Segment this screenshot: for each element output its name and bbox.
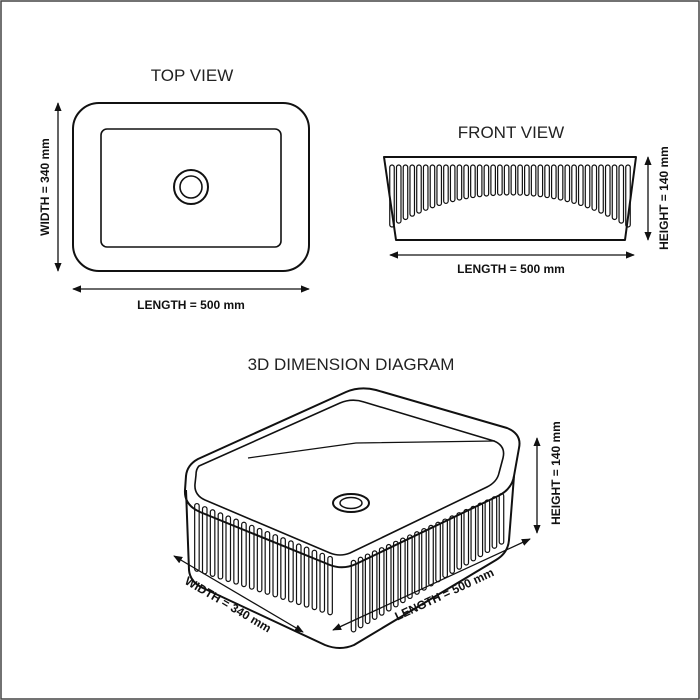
rib-groove [618, 164, 625, 224]
rib-groove [241, 521, 247, 588]
rib-groove [378, 547, 385, 616]
rib-groove [625, 164, 631, 228]
rib-groove [456, 164, 463, 201]
rib-groove [477, 502, 484, 558]
rib-groove [463, 164, 470, 200]
rib-groove [591, 164, 598, 211]
top-view-length-dimension: LENGTH = 500 mm [72, 285, 310, 312]
rib-groove [414, 531, 420, 595]
rib-groove [476, 164, 483, 198]
rib-groove [517, 164, 523, 196]
iso-height-label: HEIGHT = 140 mm [549, 421, 563, 525]
rib-groove [248, 524, 255, 590]
rib-groove [577, 164, 584, 207]
rib-groove [484, 499, 491, 554]
front-height-label: HEIGHT = 140 mm [657, 146, 671, 250]
top-width-label: WIDTH = 340 mm [38, 138, 52, 236]
rib-groove [311, 549, 318, 611]
front-view-height-dimension: HEIGHT = 140 mm [644, 146, 671, 250]
rib-groove [584, 164, 591, 209]
rib-groove [611, 164, 618, 221]
top-view-width-dimension: WIDTH = 340 mm [38, 102, 62, 272]
rib-groove [435, 521, 441, 583]
rib-groove [399, 537, 406, 604]
rib-groove [395, 164, 402, 224]
iso-view-title: 3D DIMENSION DIAGRAM [248, 355, 455, 374]
rib-groove [490, 164, 496, 197]
rib-groove [225, 515, 232, 583]
front-view-length-dimension: LENGTH = 500 mm [389, 251, 635, 276]
rib-groove [233, 518, 239, 585]
rib-groove [557, 164, 564, 201]
rib-groove [409, 164, 416, 217]
rib-groove [498, 492, 505, 545]
rib-groove [463, 508, 470, 566]
rib-groove [428, 524, 434, 587]
rib-groove [402, 164, 409, 221]
rib-groove [550, 164, 557, 200]
rib-groove [470, 505, 477, 562]
rib-groove [209, 509, 216, 577]
rib-groove [421, 527, 427, 591]
rib-groove [303, 546, 310, 608]
rib-groove [436, 164, 443, 207]
rib-groove [503, 164, 510, 196]
rib-groove [429, 164, 436, 209]
rib-groove [544, 164, 550, 199]
rib-groove [537, 164, 544, 198]
rib-groove [524, 164, 530, 197]
rib-groove [491, 496, 498, 549]
rib-groove [598, 164, 604, 214]
front-view-ribs [389, 164, 631, 228]
front-length-label: LENGTH = 500 mm [457, 262, 565, 276]
iso-width-label: WIDTH = 340 mm [182, 574, 273, 636]
rib-groove [530, 164, 537, 197]
rib-groove [470, 164, 476, 199]
rib-groove [385, 543, 392, 612]
rib-groove [217, 512, 224, 580]
rib-groove [564, 164, 571, 203]
top-length-label: LENGTH = 500 mm [137, 298, 245, 312]
rib-groove [510, 164, 517, 196]
iso-view-height-dimension: HEIGHT = 140 mm [533, 421, 563, 534]
rib-groove [483, 164, 490, 197]
rib-groove [407, 534, 413, 600]
rib-groove [319, 552, 326, 613]
rib-groove [604, 164, 611, 217]
rib-groove [442, 518, 448, 579]
rib-groove [497, 164, 503, 196]
rib-groove [392, 540, 399, 608]
rib-groove [571, 164, 577, 204]
rib-groove [422, 164, 429, 211]
rib-groove [194, 502, 200, 572]
top-view-basin [72, 102, 310, 272]
rib-groove [449, 164, 456, 203]
front-view-basin [383, 156, 637, 241]
top-view-title: TOP VIEW [151, 66, 234, 85]
rib-groove [443, 164, 449, 204]
rib-groove [449, 515, 456, 574]
front-view-title: FRONT VIEW [458, 123, 564, 142]
rib-groove [416, 164, 422, 214]
rib-groove [456, 512, 463, 570]
rib-groove [371, 550, 378, 620]
rib-groove [201, 506, 208, 575]
rib-groove [389, 164, 395, 228]
